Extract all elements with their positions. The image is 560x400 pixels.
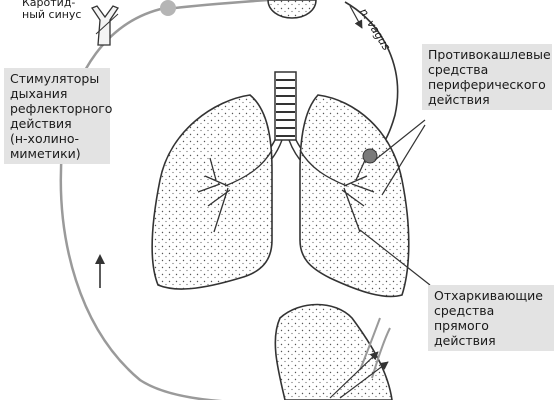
- arrow-up-icon: [95, 254, 105, 288]
- reflex-loop-top: [174, 0, 269, 10]
- expectorants-label: Отхаркивающие средства прямого действия: [428, 285, 554, 351]
- antitussive-pointer-2: [381, 124, 426, 196]
- bronchial-tree: [197, 149, 375, 233]
- brainstem: [267, 0, 317, 19]
- left-lung: [151, 94, 273, 290]
- expectorant-arrows: [329, 351, 389, 399]
- expectorants-pointer: [359, 229, 431, 286]
- antitussive-pointer: [374, 119, 426, 161]
- cough-receptor-dot: [362, 148, 378, 164]
- antitussive-agents-label: Противокашлевые средства периферического…: [422, 44, 552, 110]
- chemoreceptor-dot: [160, 0, 176, 16]
- carotid-sinus-label: Каротид- ный синус: [22, 0, 82, 21]
- carotid-bifurcation-icon: [91, 5, 119, 46]
- trachea: [274, 71, 297, 141]
- reflex-loop-left: [59, 6, 223, 400]
- stomach: [274, 303, 393, 400]
- right-lung: [299, 94, 410, 298]
- vagus-arrow: [349, 5, 363, 29]
- respiratory-stimulators-label: Стимуляторы дыхания рефлекторного действ…: [4, 68, 112, 164]
